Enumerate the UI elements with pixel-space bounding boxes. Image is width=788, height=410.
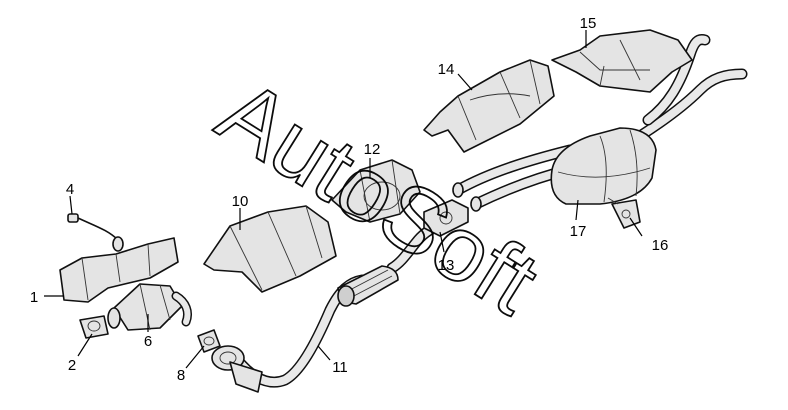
callout-13: 13: [438, 257, 455, 274]
callout-15: 15: [580, 15, 597, 32]
callout-16: 16: [652, 237, 669, 254]
callout-1: 1: [30, 289, 38, 306]
callout-labels: 1 2 4 6 8 10 11 12 13 14 15 16 17: [30, 15, 669, 384]
catalytic-converter-part-6: [107, 283, 193, 331]
callout-4: 4: [66, 181, 74, 198]
callout-11: 11: [332, 359, 348, 376]
gasket-part-2: [79, 315, 109, 339]
heat-shield-part-12: [331, 159, 421, 223]
exhaust-pipe-part-11: [211, 220, 446, 393]
callout-17: 17: [570, 223, 587, 240]
callout-14: 14: [438, 61, 455, 78]
heat-shield-part-1: [59, 237, 179, 303]
callout-10: 10: [232, 193, 249, 210]
heat-shield-part-14: [423, 59, 555, 153]
callout-8: 8: [177, 367, 185, 384]
rear-silencer-part-17: [452, 34, 748, 212]
callout-12: 12: [364, 141, 381, 158]
oxygen-sensor-part-4: [67, 213, 124, 252]
clamp-part-13: [423, 199, 469, 237]
heat-shield-part-15: [551, 29, 693, 93]
callout-2: 2: [68, 357, 76, 374]
heat-shield-part-10: [203, 205, 337, 293]
callout-6: 6: [144, 333, 152, 350]
leader-lines: [44, 30, 643, 369]
rubber-mount-part-16: [607, 197, 641, 229]
